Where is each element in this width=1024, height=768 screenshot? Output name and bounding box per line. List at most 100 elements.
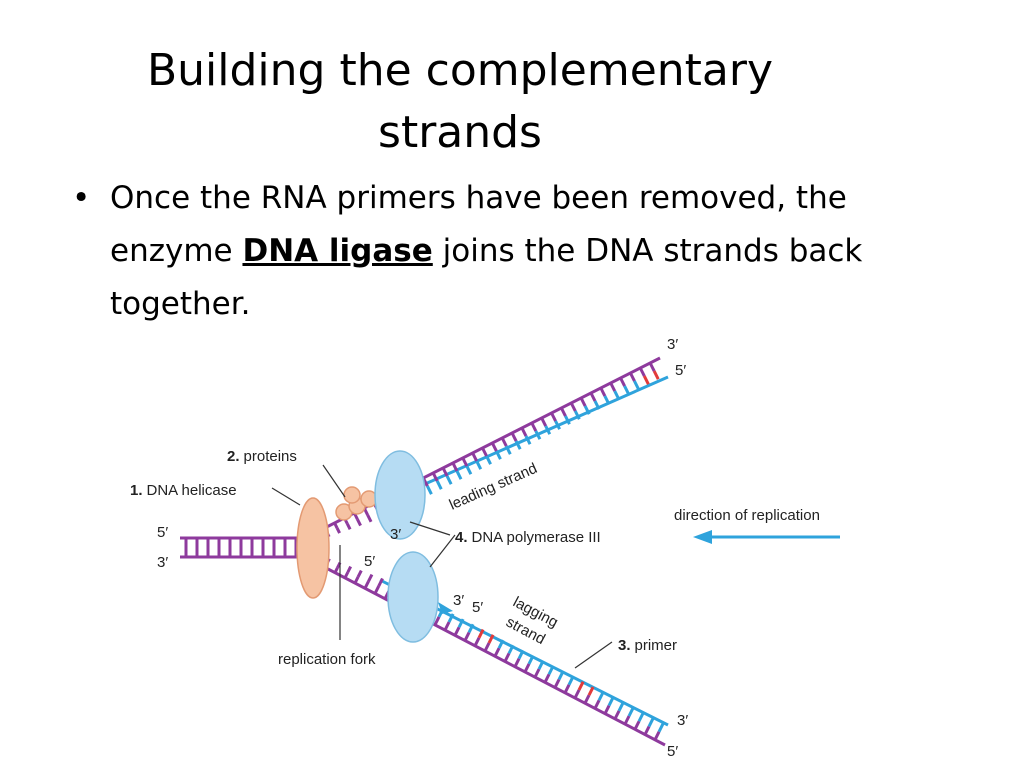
helicase-label: 1.DNA helicase: [130, 482, 237, 499]
base-pair: [593, 400, 601, 410]
base-pair: [517, 649, 525, 660]
base-pair: [564, 415, 571, 425]
polymerase-lower-shape: [387, 551, 439, 643]
base-pair: [619, 377, 626, 387]
base-pair: [477, 628, 485, 639]
base-pair: [463, 631, 471, 642]
base-pair: [473, 637, 481, 647]
base-pair: [335, 527, 341, 534]
base-pair: [533, 668, 541, 678]
base-pair: [638, 367, 646, 377]
base-pair: [607, 696, 615, 707]
base-pair: [333, 522, 339, 529]
base-pair: [445, 475, 453, 485]
base-pair: [534, 430, 542, 440]
helicase-leader: [271, 487, 301, 506]
base-pair: [629, 372, 636, 382]
primer-label: 3.primer: [618, 637, 677, 654]
pol-5-lower: 5′: [364, 553, 375, 570]
base-pair: [647, 717, 655, 728]
base-pair: [475, 460, 483, 470]
base-pair: [623, 715, 631, 725]
base-pair: [603, 395, 611, 405]
base-pair: [467, 623, 475, 634]
base-pair: [577, 681, 585, 691]
base-pair: [457, 618, 465, 628]
end-5-left: 5′: [157, 524, 168, 541]
base-pair: [569, 402, 577, 412]
polymerase-label: 4.DNA polymerase III: [455, 529, 601, 546]
base-pair: [603, 704, 611, 715]
base-pair: [560, 407, 567, 417]
base-pair: [455, 470, 463, 480]
base-pair: [507, 644, 515, 655]
base-pair: [493, 647, 501, 657]
base-pair: [356, 518, 362, 527]
base-pair: [435, 480, 443, 490]
base-pair: [593, 699, 601, 710]
base-pair: [637, 712, 645, 722]
end-5-top: 5′: [675, 362, 686, 379]
base-pair: [451, 462, 459, 472]
base-pair: [491, 442, 498, 452]
base-pair: [652, 370, 660, 380]
lag-3: 3′: [453, 592, 464, 609]
base-pair: [627, 707, 635, 717]
base-pair: [363, 580, 370, 590]
base-pair: [599, 387, 607, 397]
title-line-1: Building the complementary: [146, 45, 774, 96]
base-pair: [573, 689, 581, 699]
end-3-top: 3′: [667, 336, 678, 353]
polymerase-upper-shape: [374, 450, 426, 540]
base-pair: [433, 616, 441, 626]
base-pair: [633, 720, 641, 731]
base-pair: [597, 691, 605, 702]
base-pair: [563, 684, 571, 694]
base-pair: [633, 380, 640, 390]
base-pair: [373, 585, 381, 595]
slide-title: Building the complementary strands: [90, 40, 830, 164]
base-pair: [523, 663, 531, 673]
replication-diagram: 1.DNA helicase 2.proteins 4.DNA polymera…: [130, 336, 840, 760]
pol-3-top: 3′: [390, 526, 401, 543]
bullet-icon: •: [72, 180, 91, 216]
base-pair: [441, 467, 449, 477]
primer-leader: [574, 641, 613, 669]
polymerase-leader-lower: [429, 534, 456, 568]
base-pair: [587, 686, 595, 696]
base-pair: [483, 642, 491, 652]
direction-arrow: [693, 530, 840, 544]
base-pair: [520, 427, 528, 437]
dna-ligase-term: DNA ligase: [242, 233, 433, 269]
base-pair: [547, 665, 555, 675]
base-pair: [550, 412, 557, 422]
base-pair: [346, 565, 352, 573]
lag-5: 5′: [472, 599, 483, 616]
base-pair: [447, 613, 455, 623]
base-pair: [333, 566, 339, 574]
base-pair: [471, 452, 479, 462]
base-pair: [543, 673, 551, 684]
bullet-list: • Once the RNA primers have been removed…: [72, 172, 972, 322]
base-pair: [537, 660, 545, 670]
base-pair: [353, 576, 360, 584]
base-pair: [609, 382, 617, 392]
base-pair: [514, 440, 522, 450]
base-pair: [487, 634, 495, 644]
helicase-shape: [296, 497, 330, 599]
base-pair: [648, 362, 656, 372]
proteins-label: 2.proteins: [227, 448, 297, 465]
base-pair: [544, 425, 552, 435]
base-pair: [431, 472, 439, 482]
base-pair: [557, 670, 565, 681]
base-pair: [567, 675, 575, 686]
base-pair: [345, 522, 352, 530]
base-pair: [504, 445, 512, 455]
base-pair: [356, 569, 363, 578]
base-pair: [613, 710, 621, 720]
base-pair: [643, 725, 651, 736]
direction-label: direction of replication: [674, 507, 820, 524]
base-pair: [642, 375, 650, 385]
end-3-left: 3′: [157, 554, 168, 571]
base-pair: [554, 420, 561, 430]
